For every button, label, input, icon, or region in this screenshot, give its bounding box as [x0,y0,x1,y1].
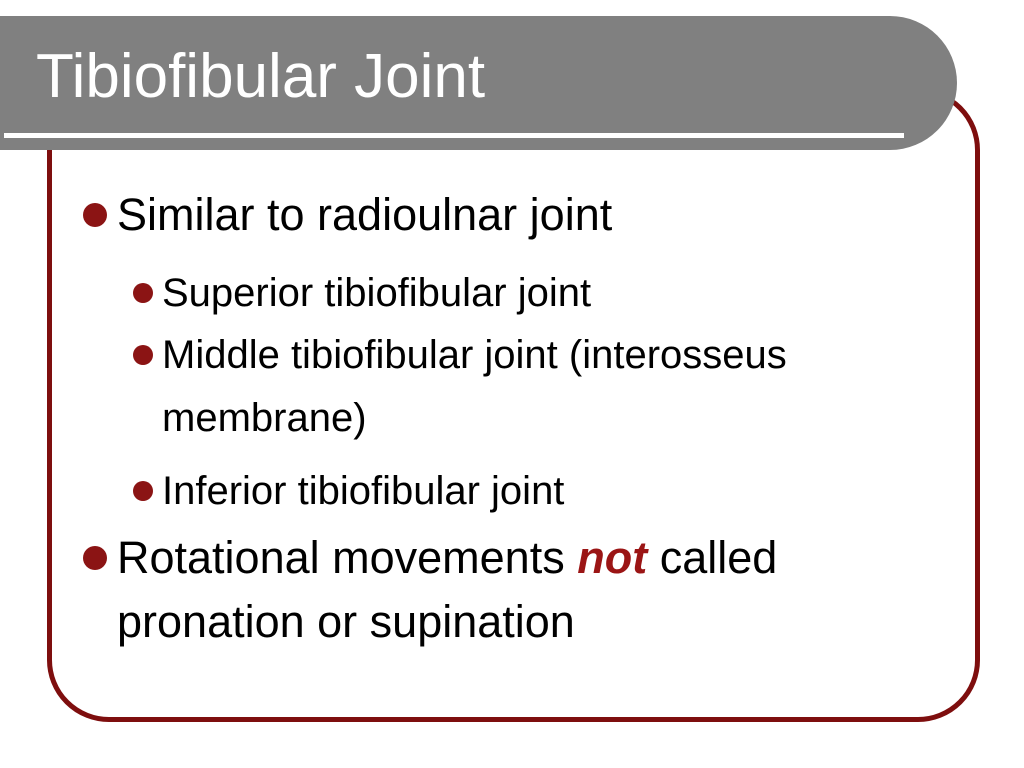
list-item: Inferior tibiofibular joint [133,460,564,523]
list-item-text: Superior tibiofibular joint [162,271,592,315]
bullet-icon [83,546,107,570]
title-bar: Tibiofibular Joint [0,16,957,150]
list-item-text: Similar to radioulnar joint [117,189,613,240]
slide-title: Tibiofibular Joint [36,42,486,111]
list-item: Middle tibiofibular joint (interosseus m… [133,324,787,450]
emphasized-text: not [577,532,648,583]
list-item: Similar to radioulnar joint [83,183,612,247]
list-item-text: pronation or supination [117,596,575,647]
bullet-icon [83,203,107,227]
list-item: Superior tibiofibular joint [133,262,591,325]
title-underline [4,133,904,138]
bullet-icon [133,481,153,501]
list-item: Rotational movements not called pronatio… [83,526,777,654]
bullet-icon [133,345,153,365]
text-run: called [647,532,778,583]
list-item-text: Rotational movements not called [117,526,777,590]
list-item-text: Inferior tibiofibular joint [162,469,565,513]
bullet-icon [133,283,153,303]
text-run: Rotational movements [117,532,578,583]
list-item-text: Middle tibiofibular joint (interosseus [162,333,787,377]
list-item-text: membrane) [162,396,367,440]
